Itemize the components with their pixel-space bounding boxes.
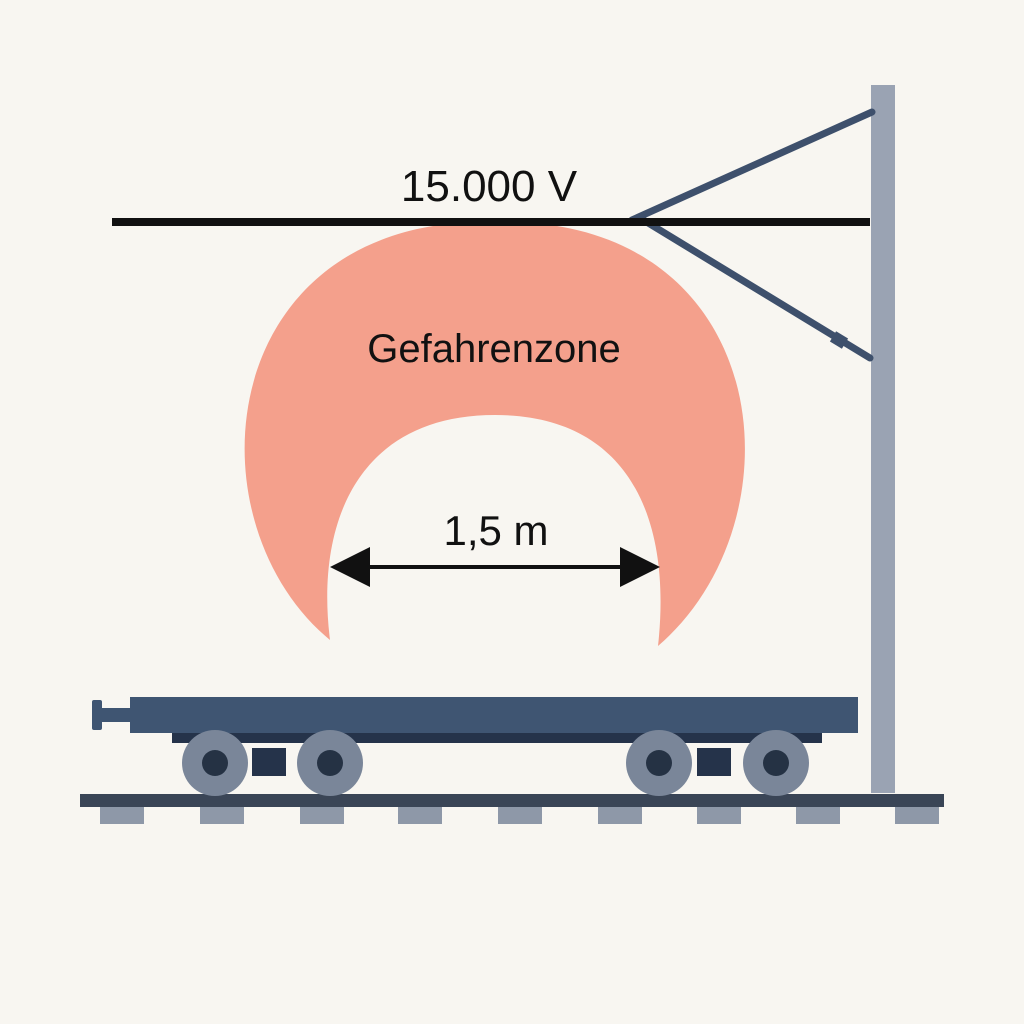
- axle-box: [697, 748, 731, 776]
- catenary-mast: [871, 85, 895, 793]
- wagon-buffer-plate: [92, 700, 102, 730]
- mast-upper-arm: [628, 108, 876, 224]
- danger-zone-label: Gefahrenzone: [367, 327, 621, 371]
- danger-zone-area: [244, 221, 745, 646]
- flat-wagon: [92, 697, 858, 796]
- axle-box: [252, 748, 286, 776]
- voltage-label: 15.000 V: [401, 162, 578, 211]
- wheel-hub: [763, 750, 789, 776]
- sleeper: [895, 806, 939, 824]
- track: [80, 794, 944, 824]
- wheel-hub: [202, 750, 228, 776]
- wheel-hub: [646, 750, 672, 776]
- sleeper: [200, 806, 244, 824]
- sleeper: [100, 806, 144, 824]
- sleeper: [498, 806, 542, 824]
- sleeper: [598, 806, 642, 824]
- sleeper: [796, 806, 840, 824]
- wagon-buffer-rod: [100, 708, 132, 722]
- rail: [80, 794, 944, 807]
- sleeper: [697, 806, 741, 824]
- sleeper: [300, 806, 344, 824]
- mast-lower-arm: [636, 214, 874, 362]
- wagon-bogie-right: [626, 730, 809, 796]
- wagon-deck: [130, 697, 858, 733]
- wheel-hub: [317, 750, 343, 776]
- distance-label: 1,5 m: [443, 507, 548, 554]
- wagon-underframe: [172, 733, 822, 743]
- sleeper: [398, 806, 442, 824]
- arm-insulator: [829, 331, 849, 349]
- wagon-bogie-left: [182, 730, 363, 796]
